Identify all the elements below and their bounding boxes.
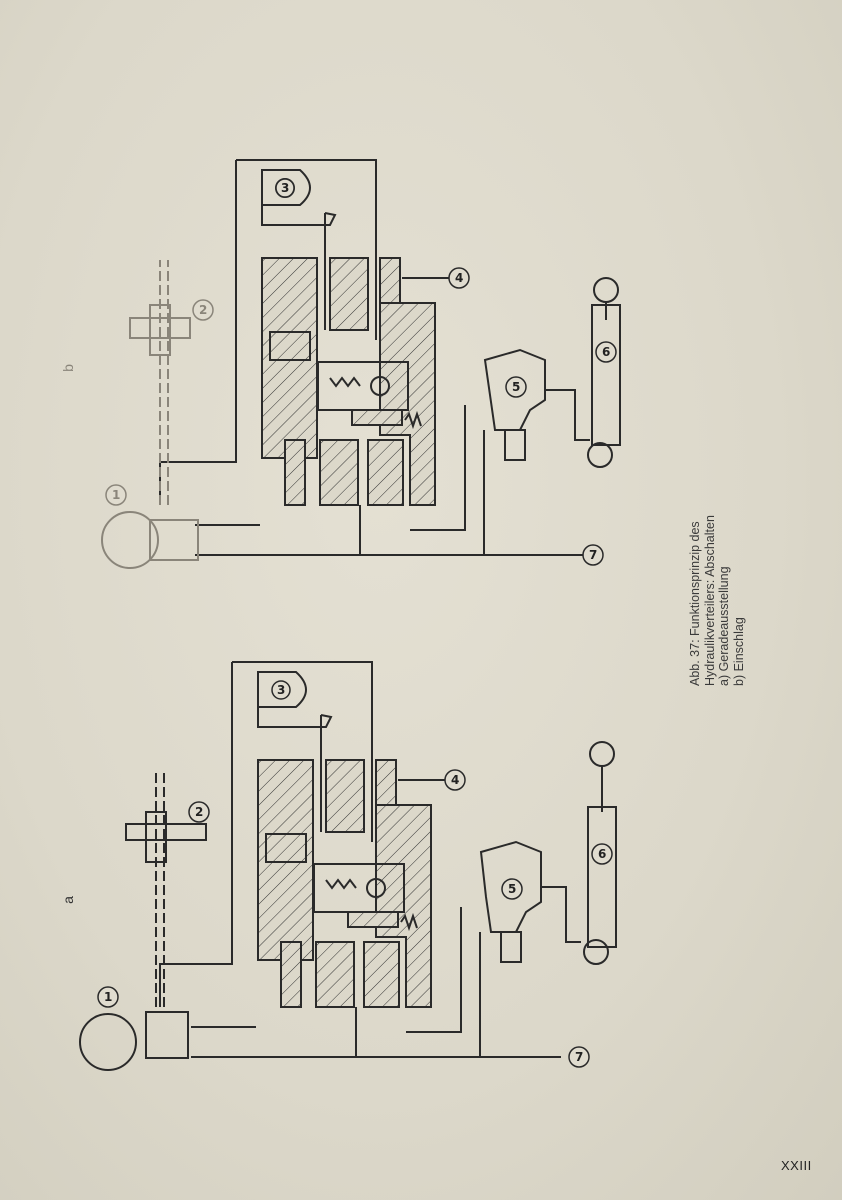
- num-2-b: 2: [199, 303, 207, 317]
- caption-line-1: Abb. 37: Funktionsprinzip des: [688, 521, 702, 686]
- num-6-a: 6: [598, 847, 606, 861]
- num-3-a: 3: [277, 683, 285, 697]
- num-3-b: 3: [281, 181, 289, 195]
- num-6-b: 6: [602, 345, 610, 359]
- num-4-a: 4: [451, 773, 459, 787]
- num-7-a: 7: [575, 1050, 583, 1064]
- cylinder-6-b: [587, 277, 621, 468]
- caption-line-4: b) Einschlag: [731, 617, 746, 686]
- valve-5-a: [479, 840, 581, 963]
- number-labels-b: 3 4 5 6 7 2 1: [112, 181, 610, 562]
- caption-line-3: a) Geradeausstellung: [717, 566, 731, 686]
- figure-caption: Abb. 37: Funktionsprinzip des Hydraulikv…: [688, 515, 746, 686]
- num-5-a: 5: [508, 882, 516, 896]
- supply-lines-b: [195, 405, 585, 556]
- diagram-a: [79, 661, 617, 1071]
- pump-1-b: [101, 260, 199, 569]
- distributor-4-b: [261, 257, 436, 506]
- return-line-loop-a: [159, 661, 373, 1007]
- num-4-b: 4: [455, 271, 463, 285]
- num-1-b: 1: [112, 488, 120, 502]
- supply-lines-a: [191, 907, 561, 1058]
- part-label-a: a: [59, 896, 76, 904]
- page-number: XXIII: [781, 1158, 812, 1173]
- num-1-a: 1: [104, 990, 112, 1004]
- diagram-b: [101, 159, 621, 569]
- distributor-4-a: [257, 759, 432, 1008]
- number-labels-a: 3 4 5 6 7 2 1: [104, 683, 606, 1064]
- num-7-b: 7: [589, 548, 597, 562]
- cylinder-6-a: [583, 741, 617, 965]
- pump-1-a: [79, 772, 207, 1071]
- num-2-a: 2: [195, 805, 203, 819]
- caption-line-2: Hydraulikverteilers: Abschalten: [702, 515, 717, 686]
- numbers-a: [97, 680, 613, 1068]
- num-5-b: 5: [512, 380, 520, 394]
- part-label-b: b: [59, 364, 76, 372]
- pump-3-a: [257, 671, 333, 832]
- valve-5-b: [483, 348, 590, 461]
- numbers-b: [105, 178, 617, 566]
